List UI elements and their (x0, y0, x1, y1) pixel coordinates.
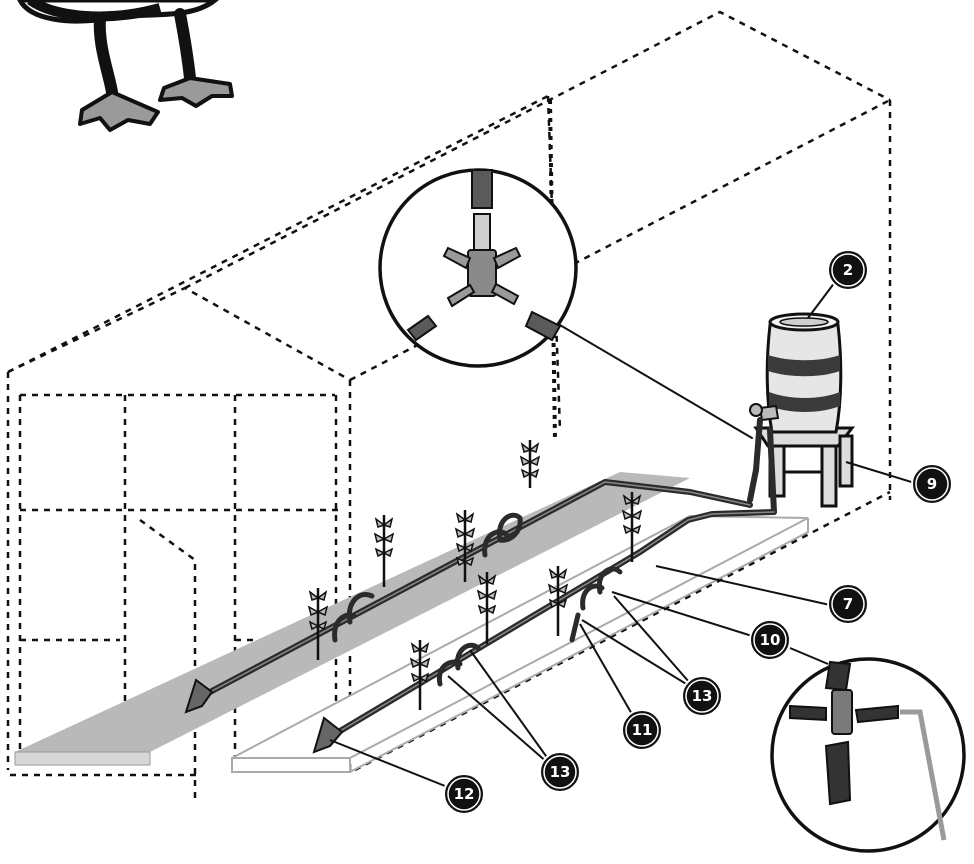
plant-icon (409, 640, 431, 710)
plant-icon (621, 492, 643, 562)
plant-icon (476, 572, 498, 644)
callout-12: 12 (443, 773, 485, 815)
rain-barrel-icon (749, 312, 856, 508)
callout-7: 7 (827, 583, 869, 625)
manifold-connector-icon (406, 169, 562, 342)
callout-label: 13 (692, 687, 713, 705)
tee-detail (770, 657, 966, 853)
plant-icon (519, 440, 541, 488)
manifold-detail (378, 168, 578, 368)
callout-label: 11 (632, 721, 653, 739)
plant-icon (307, 588, 329, 660)
callout-label: 9 (927, 475, 937, 493)
greenhouse-frame-post (548, 99, 557, 441)
callout-label: 2 (843, 261, 853, 279)
callout-13a: 13 (681, 675, 723, 717)
callout-label: 10 (760, 631, 781, 649)
plants (307, 440, 643, 710)
callout-label: 12 (454, 785, 475, 803)
leader-lines (329, 277, 919, 793)
callout-11: 11 (621, 709, 663, 751)
callout-9: 9 (911, 463, 953, 505)
callout-label: 13 (550, 763, 571, 781)
callout-2: 2 (827, 249, 869, 291)
tee-connector-icon (789, 660, 947, 841)
plant-icon (454, 510, 476, 582)
plant-icon (373, 515, 395, 587)
planting-bed-left (14, 472, 690, 766)
callout-13b: 13 (539, 751, 581, 793)
end-cap-icon (184, 678, 344, 754)
supply-pipes (192, 317, 777, 743)
duck-mascot-icon (17, 0, 234, 132)
drip-loops (332, 512, 623, 687)
plant-icon (547, 566, 569, 636)
callout-label: 7 (843, 595, 853, 613)
planting-bed-right (231, 514, 809, 773)
callout-10: 10 (749, 619, 791, 661)
